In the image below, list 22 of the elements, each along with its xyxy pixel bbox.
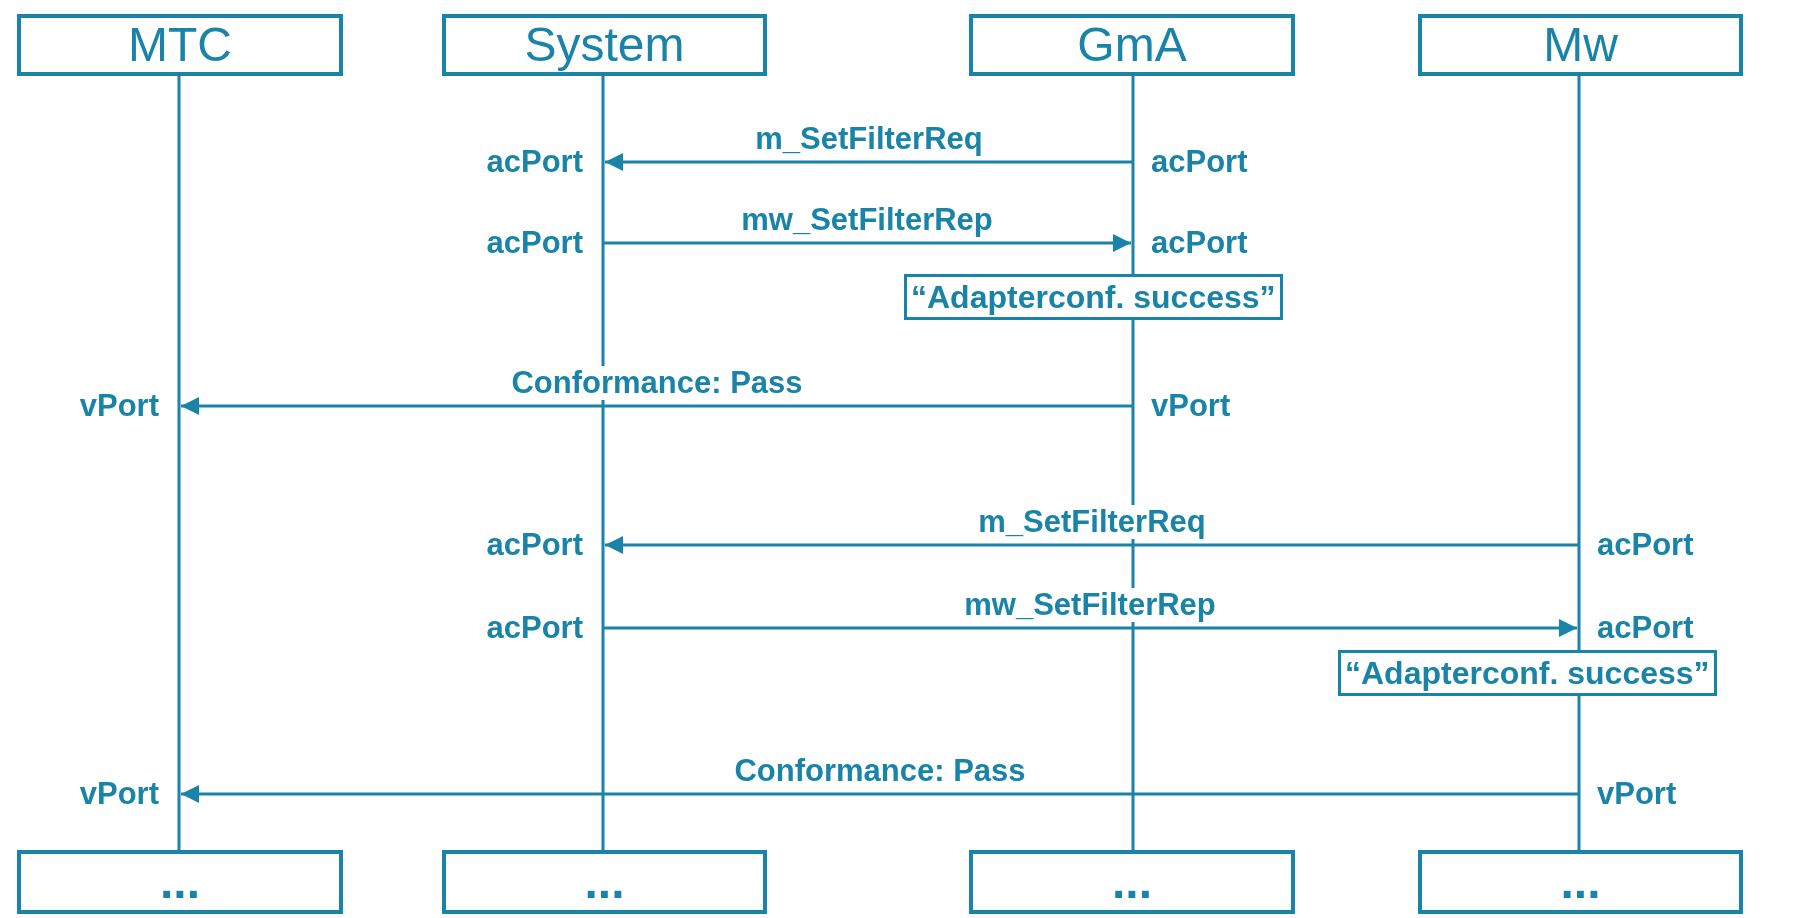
lifeline <box>177 76 181 850</box>
message-arrow <box>603 619 1577 637</box>
note-box: “Adapterconf. success” <box>1338 650 1717 696</box>
lifeline <box>1131 320 1135 850</box>
message-arrow <box>181 397 1133 415</box>
lifeline-footer-box: ... <box>1418 850 1743 914</box>
message-arrow <box>181 785 1579 803</box>
lifeline-header-box: Mw <box>1418 14 1743 76</box>
message-arrow <box>605 153 1133 171</box>
lifeline-header-box: MTC <box>17 14 343 76</box>
lifeline <box>1577 696 1581 850</box>
lifeline-footer-box: ... <box>969 850 1295 914</box>
lifeline <box>601 76 605 850</box>
message-arrow <box>605 536 1579 554</box>
lifeline-footer-box: ... <box>17 850 343 914</box>
message-arrow <box>603 234 1131 252</box>
lifeline-header-box: GmA <box>969 14 1295 76</box>
lifeline-header-box: System <box>442 14 767 76</box>
note-box: “Adapterconf. success” <box>904 274 1283 320</box>
lifeline <box>1577 76 1581 650</box>
lifeline <box>1131 76 1135 274</box>
lifeline-footer-box: ... <box>442 850 767 914</box>
